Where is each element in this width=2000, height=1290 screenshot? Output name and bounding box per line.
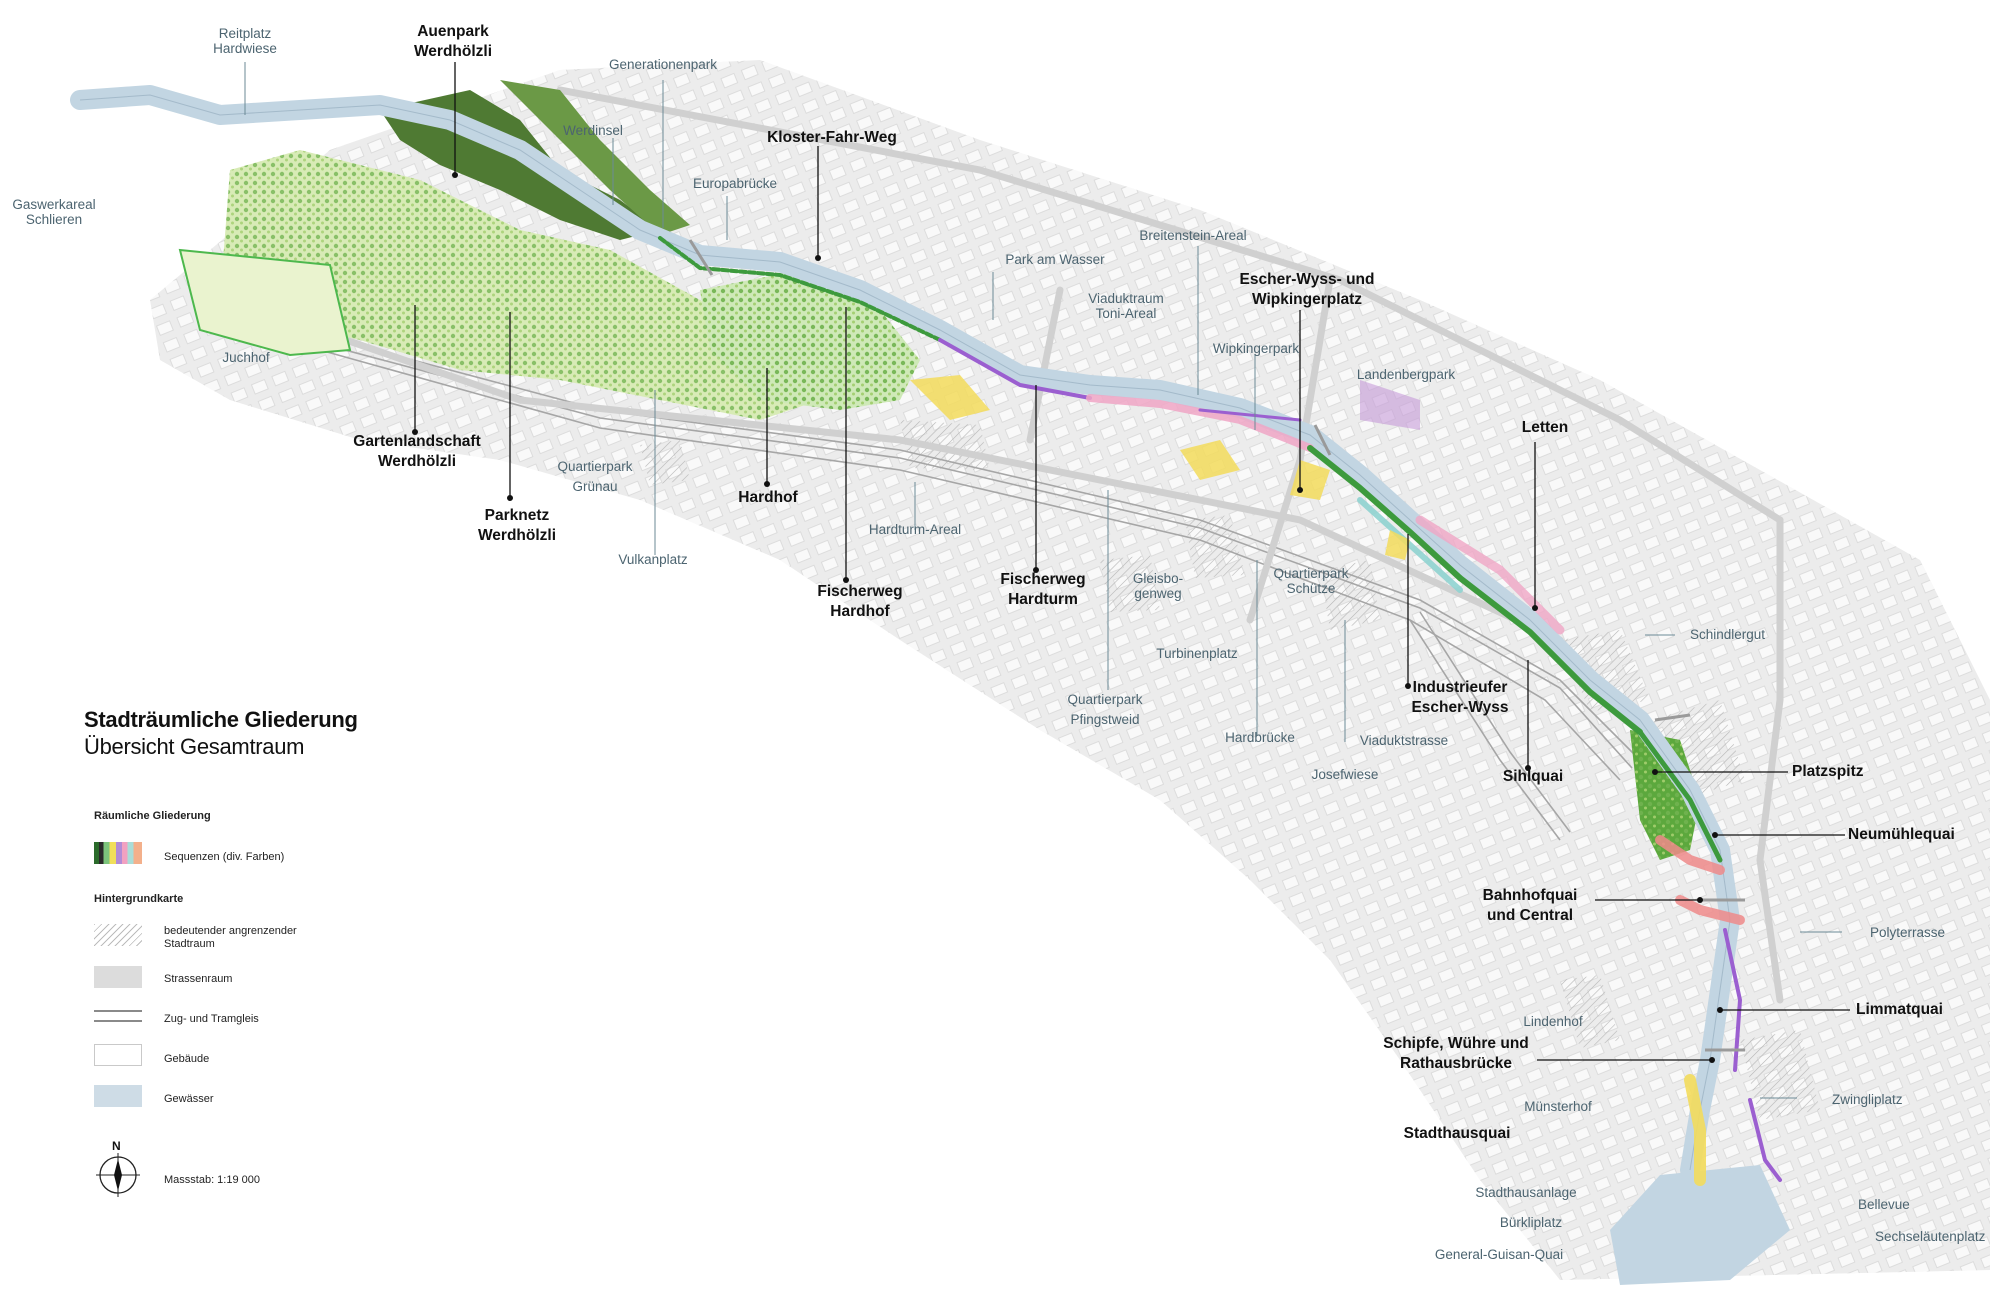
legend-label-water: Gewässer [164, 1093, 214, 1105]
place-werdinsel: Werdinsel [563, 123, 623, 138]
place-vulkanplatz: Vulkanplatz [618, 552, 688, 567]
place-leader-lines [244, 62, 1842, 1099]
place-landenbergpark: Landenbergpark [1356, 367, 1456, 382]
leader-lines [414, 62, 1850, 1061]
label-kloster-fahr-weg: Kloster-Fahr-Weg [767, 129, 897, 146]
place-gleisbogenweg: Gleisbo-genweg [1132, 571, 1184, 601]
label-stadthausquai: Stadthausquai [1403, 1125, 1511, 1142]
legend-title: Stadträumliche Gliederung [84, 707, 358, 732]
label-neumuehlequai: Neumühlequai [1848, 826, 1955, 843]
legend-label-building: Gebäude [164, 1053, 210, 1065]
legend-label-rail: Zug- und Tramgleis [164, 1013, 259, 1025]
place-wipkingerpark: Wipkingerpark [1212, 341, 1300, 356]
place-polyterrasse: Polyterrasse [1870, 925, 1946, 940]
label-sihlquai: Sihlquai [1502, 768, 1564, 785]
legend-section-raeumliche-gliederung: Räumliche Gliederung [94, 810, 211, 822]
legend-swatch-street [94, 966, 142, 988]
place-juchhof: Juchhof [222, 350, 270, 365]
place-hardbruecke: Hardbrücke [1225, 730, 1295, 745]
legend-swatch-rail [94, 1010, 142, 1022]
legend-subtitle: Übersicht Gesamtraum [84, 734, 305, 759]
legend-swatch-water [94, 1085, 142, 1107]
place-general-guisan-quai: General-Guisan-Quai [1434, 1247, 1564, 1262]
place-breitenstein: Breitenstein-Areal [1139, 228, 1247, 243]
bridges [688, 239, 1745, 1052]
place-generationenpark: Generationenpark [608, 57, 718, 72]
limmat-river [70, 85, 1790, 1285]
place-park-am-wasser: Park am Wasser [1005, 252, 1105, 267]
legend-section-hintergrundkarte: Hintergrundkarte [94, 893, 184, 905]
place-bellevue: Bellevue [1858, 1197, 1910, 1212]
place-viaduktstrasse: Viaduktstrasse [1359, 733, 1449, 748]
legend-panel [34, 795, 384, 1215]
place-buerkliplatz: Bürkliplatz [1499, 1215, 1563, 1230]
place-turbinenplatz: Turbinenplatz [1156, 646, 1238, 661]
legend-swatch-sequences [94, 842, 142, 864]
place-schindlergut: Schindlergut [1690, 627, 1766, 642]
legend-swatch-building [94, 1044, 142, 1066]
place-lindenhof: Lindenhof [1523, 1014, 1583, 1029]
place-hardturm-areal: Hardturm-Areal [868, 522, 962, 537]
legend-label-sequences: Sequenzen (div. Farben) [164, 851, 285, 863]
place-sechselaeutenplatz: Sechseläutenplatz [1875, 1229, 1986, 1244]
legend-swatch-hatch [94, 924, 142, 946]
place-zwingliplatz: Zwingliplatz [1832, 1092, 1903, 1107]
place-stadthausanlage: Stadthausanlage [1475, 1185, 1577, 1200]
legend-label-street: Strassenraum [164, 973, 233, 985]
north-arrow-icon [96, 1153, 140, 1197]
leader-dots [412, 172, 1723, 1063]
label-letten: Letten [1521, 419, 1569, 436]
place-europabruecke: Europabrücke [692, 176, 778, 191]
place-muensterhof: Münsterhof [1524, 1099, 1592, 1114]
label-hardhof: Hardhof [738, 489, 798, 506]
green-spaces [178, 150, 1700, 860]
street-network [226, 86, 1784, 1004]
place-josefwiese: Josefwiese [1311, 767, 1379, 782]
label-limmatquai: Limmatquai [1856, 1001, 1943, 1018]
label-platzspitz: Platzspitz [1792, 763, 1864, 780]
north-letter: N [112, 1139, 121, 1153]
legend-scale: Massstab: 1:19 000 [164, 1174, 261, 1186]
sequence-corridors [658, 236, 1782, 1186]
